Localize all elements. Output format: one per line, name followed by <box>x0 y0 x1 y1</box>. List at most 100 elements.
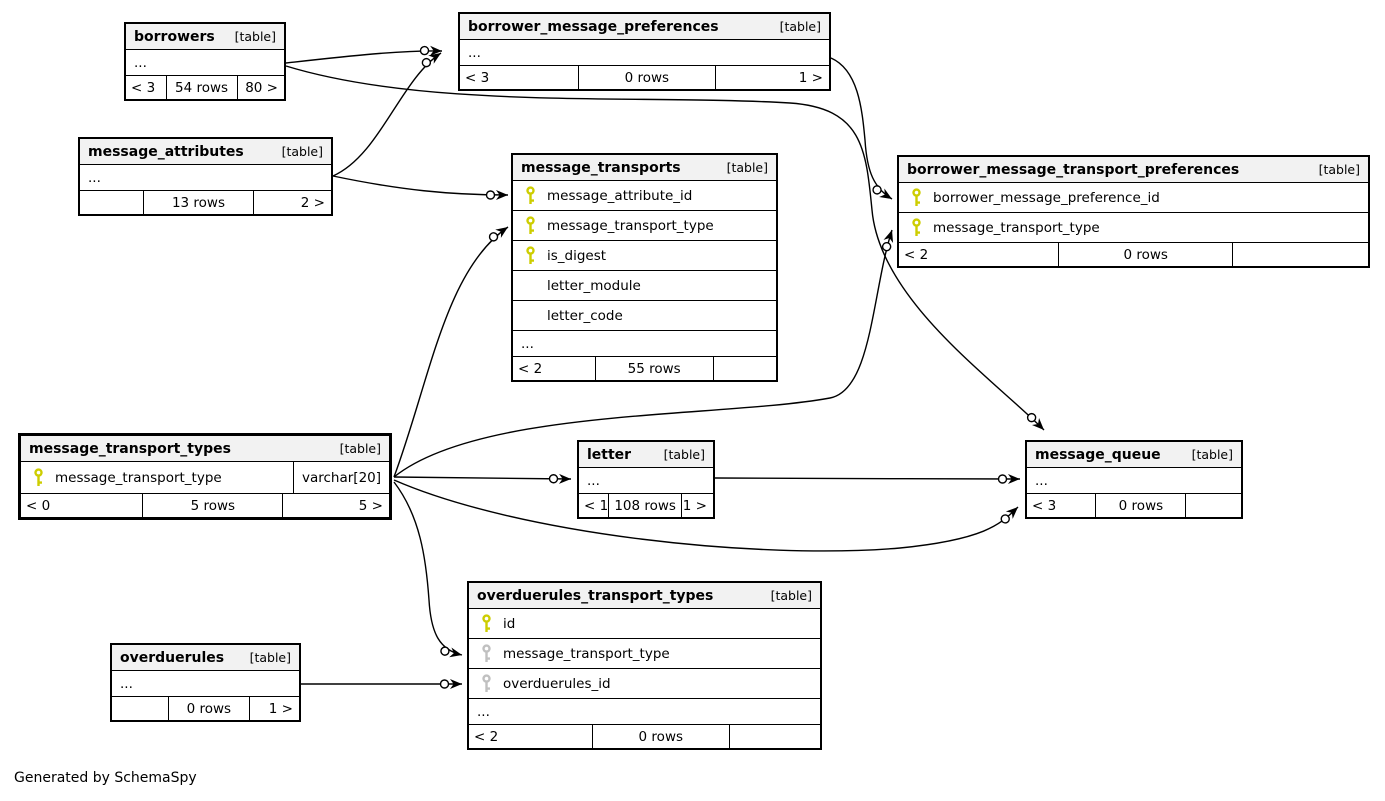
footer-child-count: 1 > <box>714 66 829 89</box>
column-row-id[interactable]: id <box>469 608 820 638</box>
columns-ellipsis-row[interactable]: ... <box>513 330 776 356</box>
footer-child-count: 80 > <box>236 76 284 99</box>
footer-child-count <box>728 725 820 748</box>
table-header-overduerules: overduerules [table] <box>112 645 299 670</box>
table-borrower_message_transport_preferences[interactable]: borrower_message_transport_preferences [t… <box>897 155 1370 268</box>
table-header-message_attributes: message_attributes [table] <box>80 139 331 164</box>
table-type-badge: [table] <box>339 441 381 456</box>
footer-row-count: 0 rows <box>1058 243 1232 266</box>
table-name[interactable]: message_transports <box>521 159 681 176</box>
footer-child-count <box>1185 494 1241 517</box>
footer-row-count: 0 rows <box>591 725 729 748</box>
column-name: letter_code <box>547 307 623 324</box>
table-header-borrower_message_transport_preferences: borrower_message_transport_preferences [t… <box>899 157 1368 182</box>
table-name[interactable]: borrower_message_transport_preferences <box>907 161 1240 178</box>
column-row-borrower_message_preference_id[interactable]: borrower_message_preference_id <box>899 182 1368 212</box>
columns-ellipsis-row[interactable]: ... <box>469 698 820 724</box>
footer-parent-count: < 3 <box>465 69 490 86</box>
primary-key-icon <box>513 211 547 240</box>
primary-key-icon <box>899 183 933 212</box>
column-row-message_transport_type[interactable]: message_transport_type <box>513 210 776 240</box>
table-message_transports[interactable]: message_transports[table]message_attribu… <box>511 153 778 382</box>
table-name[interactable]: borrowers <box>134 28 215 45</box>
footer-row-count: 55 rows <box>594 357 713 380</box>
column-row-letter_module[interactable]: letter_module <box>513 270 776 300</box>
table-name[interactable]: letter <box>587 446 632 463</box>
table-header-borrower_message_preferences: borrower_message_preferences [table] <box>460 14 829 39</box>
relationship-borrowers-to-borrower_message_preferences <box>285 45 443 64</box>
column-type: varchar[20] <box>293 462 389 493</box>
columns-ellipsis-row[interactable]: ... <box>1027 467 1241 493</box>
column-name: message_transport_type <box>933 219 1100 236</box>
footer-child-count: 5 > <box>282 494 389 517</box>
table-name[interactable]: message_attributes <box>88 143 244 160</box>
primary-key-icon <box>513 241 547 270</box>
table-borrower_message_preferences[interactable]: borrower_message_preferences[table]...< … <box>458 12 831 91</box>
foreign-key-icon <box>469 639 503 668</box>
table-type-badge: [table] <box>779 19 821 34</box>
table-name[interactable]: message_transport_types <box>29 440 231 457</box>
relationship-borrower_message_preferences-to-borrower_message_transport_preferences <box>830 57 893 200</box>
footer-parent-count: < 2 <box>904 246 929 263</box>
columns-ellipsis-row[interactable]: ... <box>579 467 713 493</box>
columns-ellipsis-row[interactable]: ... <box>460 39 829 65</box>
column-name: is_digest <box>547 247 607 264</box>
table-header-overduerules_transport_types: overduerules_transport_types [table] <box>469 583 820 608</box>
table-type-badge: [table] <box>249 650 291 665</box>
column-name: overduerules_id <box>503 675 611 692</box>
column-row-message_transport_type[interactable]: message_transport_type <box>899 212 1368 242</box>
column-row-is_digest[interactable]: is_digest <box>513 240 776 270</box>
table-name[interactable]: overduerules <box>120 649 225 666</box>
table-type-badge: [table] <box>281 144 323 159</box>
column-row-message_transport_type[interactable]: message_transport_type <box>469 638 820 668</box>
table-name[interactable]: message_queue <box>1035 446 1161 463</box>
relationship-borrowers-to-message_queue <box>285 65 1045 431</box>
relationship-letter-to-message_queue <box>714 473 1021 484</box>
column-name: message_transport_type <box>503 645 670 662</box>
table-header-letter: letter[table] <box>579 442 713 467</box>
table-footer: < 2 0 rows <box>469 724 820 748</box>
column-name: letter_module <box>547 277 641 294</box>
columns-ellipsis-row[interactable]: ... <box>80 164 331 190</box>
footer-row-count: 0 rows <box>1095 494 1185 517</box>
relationship-message_transport_types-to-message_queue <box>393 479 1019 552</box>
footer-parent-count: < 3 <box>131 79 156 96</box>
table-name[interactable]: borrower_message_preferences <box>468 18 719 35</box>
table-message_transport_types[interactable]: message_transport_types[table]message_tr… <box>18 433 392 520</box>
columns-ellipsis-row[interactable]: ... <box>126 49 284 75</box>
column-row-message_attribute_id[interactable]: message_attribute_id <box>513 180 776 210</box>
relationship-message_attributes-to-message_transports <box>332 175 509 200</box>
column-name: message_transport_type <box>55 469 222 486</box>
no-key-spacer <box>513 271 547 300</box>
table-type-badge: [table] <box>770 588 812 603</box>
table-overduerules_transport_types[interactable]: overduerules_transport_types [table] id mes… <box>467 581 822 750</box>
table-type-badge: [table] <box>1318 162 1360 177</box>
column-row-letter_code[interactable]: letter_code <box>513 300 776 330</box>
table-header-message_queue: message_queue[table] <box>1027 442 1241 467</box>
primary-key-icon <box>21 462 55 493</box>
footer-parent-count: < 2 <box>474 728 499 745</box>
table-header-message_transport_types: message_transport_types [table] <box>21 436 389 461</box>
table-header-borrowers: borrowers [table] <box>126 24 284 49</box>
column-row-message_transport_type[interactable]: message_transport_type varchar[20] <box>21 461 389 493</box>
column-row-overduerules_id[interactable]: overduerules_id <box>469 668 820 698</box>
table-name[interactable]: overduerules_transport_types <box>477 587 714 604</box>
relationship-message_transport_types-to-letter <box>393 473 572 484</box>
table-type-badge: [table] <box>234 29 276 44</box>
relationship-message_attributes-to-borrower_message_preferences <box>332 52 442 177</box>
column-name: message_attribute_id <box>547 187 693 204</box>
footer-parent-count: < 0 <box>26 497 51 514</box>
footer-child-count: 1 > <box>680 494 713 517</box>
columns-ellipsis-row[interactable]: ... <box>112 670 299 696</box>
footer-child-count: 2 > <box>253 191 331 214</box>
